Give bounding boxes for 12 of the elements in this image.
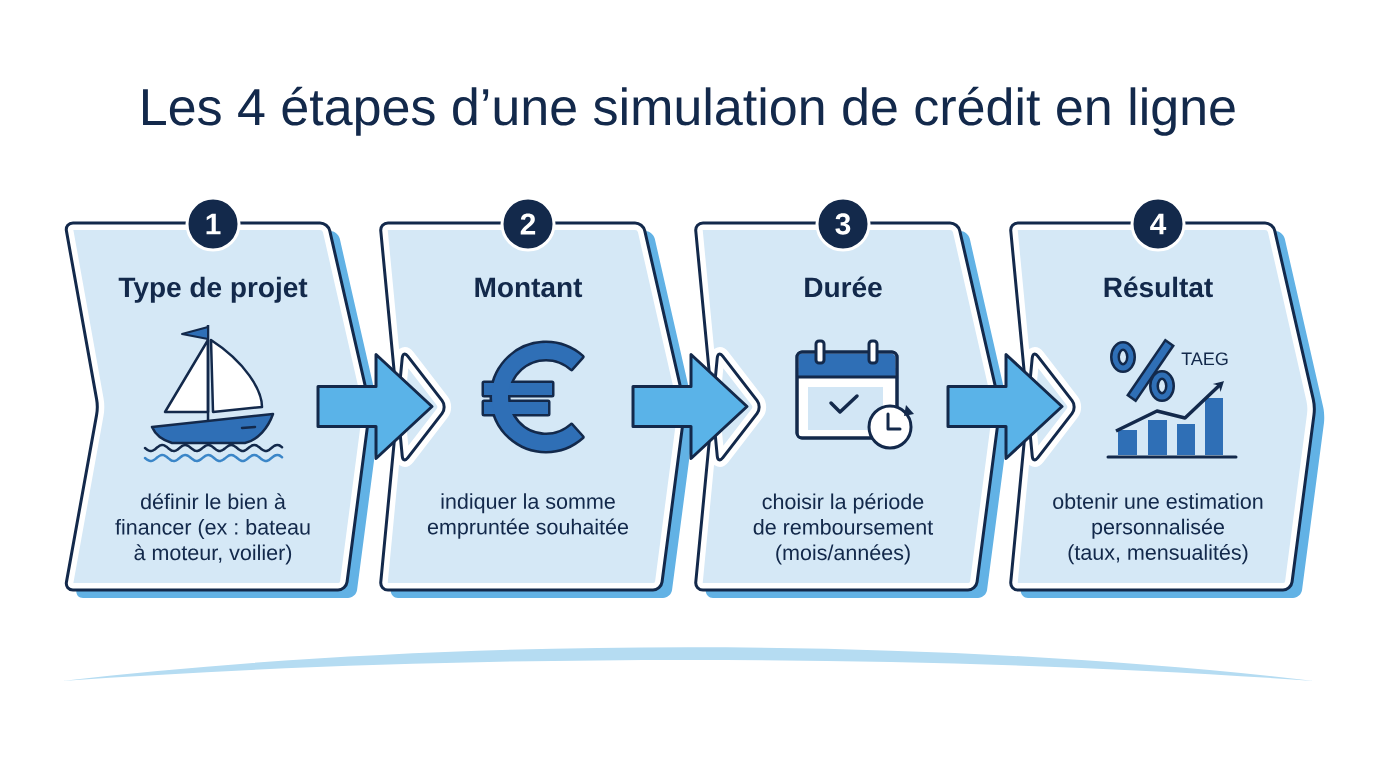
step-title: Type de projet <box>118 276 308 303</box>
step-description: définir le bien à financer (ex : bateau à moteur, voilier) <box>115 493 310 565</box>
title: Les 4 étapes d’une simulation de crédit en ligne <box>143 86 1235 136</box>
step-title: Montant <box>475 277 583 298</box>
number-badge: 1 <box>185 196 241 252</box>
step-title: Durée <box>805 276 882 298</box>
step-description: choisir la période de remboursement (mois/années) <box>753 493 934 565</box>
arrow <box>316 353 434 460</box>
arrow <box>631 353 749 460</box>
number-badge: 3 <box>815 196 871 252</box>
number-badge: 2 <box>500 196 556 252</box>
step-description: indiquer la somme empruntée souhaitée <box>427 493 628 539</box>
